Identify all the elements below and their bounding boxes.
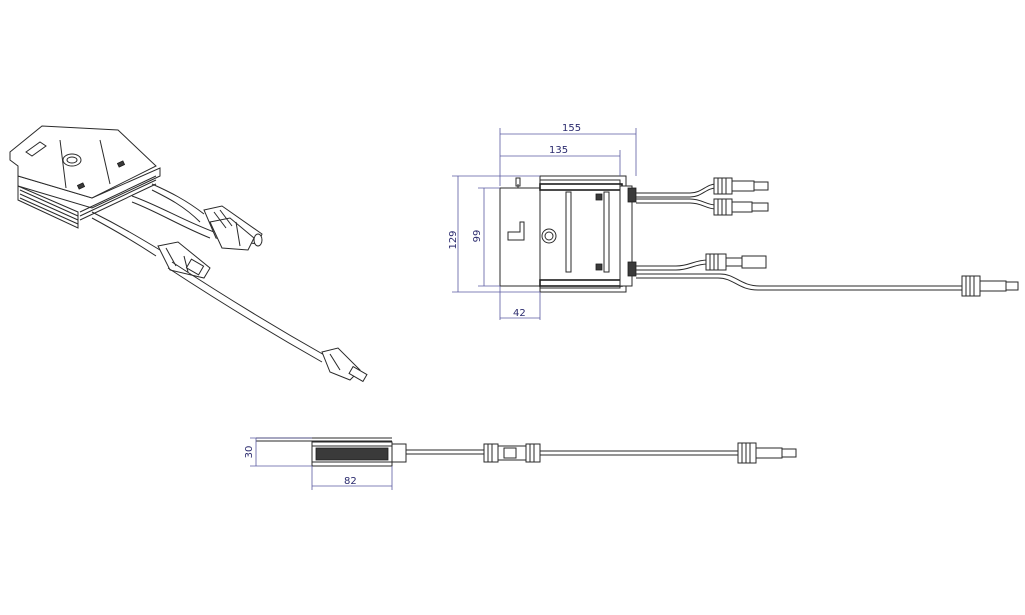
iso-cable-c (91, 211, 161, 251)
dim-label-42: 42 (513, 308, 526, 319)
top-connector-upper-2 (713, 198, 769, 216)
iso-center-hole (62, 153, 82, 167)
top-cable-1 (636, 183, 717, 194)
dimension-82: 82 (311, 466, 393, 490)
dim-label-155: 155 (562, 123, 581, 134)
top-slot-left (565, 191, 572, 273)
top-connector-end (961, 275, 1019, 297)
iso-fins (19, 175, 157, 225)
top-keyhole (507, 221, 525, 241)
top-plate (499, 175, 627, 293)
iso-cable-b (131, 195, 215, 233)
side-connector-end (737, 442, 797, 464)
dimension-30: 30 (244, 437, 312, 467)
top-cable-3 (636, 259, 709, 267)
iso-connector-pair-upper (203, 205, 263, 251)
dimension-129: 129 (448, 175, 540, 293)
dimension-42: 42 (499, 286, 541, 320)
top-connector-lower (705, 253, 767, 271)
top-diode-2 (595, 263, 603, 271)
top-connector-upper-1 (713, 177, 769, 195)
side-view: 30 82 (244, 437, 797, 490)
dim-label-30: 30 (244, 446, 255, 459)
top-slot-right (603, 191, 610, 273)
top-cable-4 (636, 273, 962, 287)
top-outlet-block (619, 185, 633, 287)
top-view: 155 135 129 99 42 (448, 123, 1019, 320)
dimension-99: 99 (472, 187, 500, 287)
dim-label-135: 135 (549, 145, 568, 156)
iso-connector-end (321, 347, 368, 383)
iso-keyhole-slot (25, 141, 47, 157)
isometric-view (9, 125, 368, 383)
iso-diode-marker-1 (116, 160, 126, 168)
iso-cable-a (151, 183, 205, 215)
iso-diode-marker-2 (76, 182, 86, 190)
side-outlet (391, 443, 407, 463)
iso-cable-d (171, 261, 327, 357)
top-cable-2 (636, 198, 717, 206)
dim-label-82: 82 (344, 476, 357, 487)
top-center-hole (541, 228, 557, 244)
side-fins (315, 447, 389, 461)
dimension-135: 135 (500, 145, 621, 176)
iso-top-plate (9, 125, 157, 199)
dim-label-129: 129 (448, 230, 459, 249)
top-diode-1 (595, 193, 603, 201)
side-connector-mid (483, 443, 541, 463)
dim-label-99: 99 (472, 230, 483, 243)
iso-connector-lower (157, 241, 211, 279)
